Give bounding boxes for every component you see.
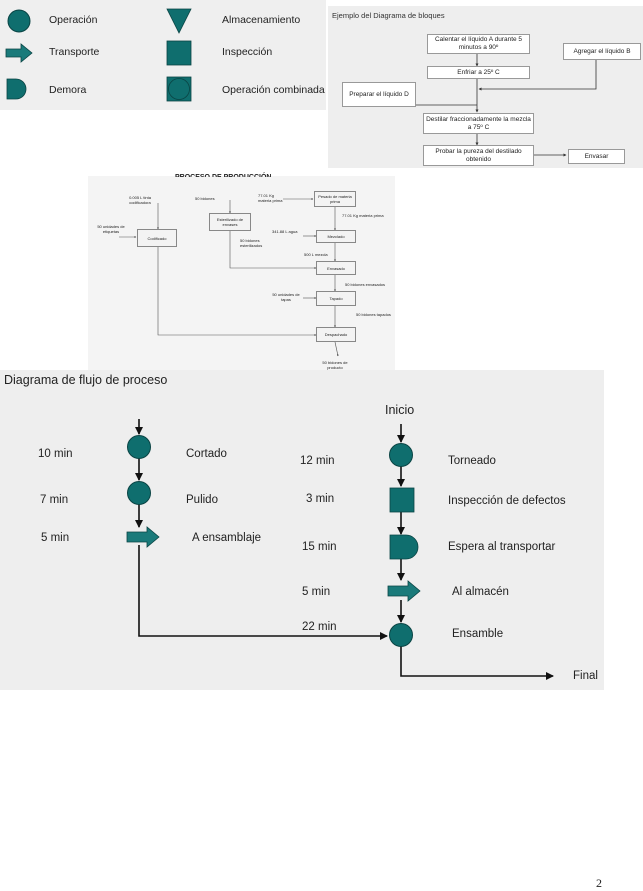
flow-left-label-2: A ensamblaje (192, 532, 262, 544)
flow-left-label-1: Pulido (186, 494, 218, 506)
arrow-icon (5, 43, 33, 63)
circle-icon (127, 481, 151, 505)
flow-left-time-2: 5 min (41, 532, 70, 544)
flow-left-time-0: 10 min (38, 448, 73, 460)
flow-right-time-1: 3 min (306, 493, 335, 505)
flow-right-label-2: Espera al transportar (448, 541, 556, 553)
symbol-legend (0, 0, 326, 110)
flow-right-time-2: 15 min (302, 541, 337, 553)
prod-label-bidones-in: 50 bidones (195, 196, 215, 201)
prod-box-codificado: Codificado (137, 229, 177, 247)
legend-label-demora: Demora (49, 84, 87, 96)
prod-label-bidones-prod: 50 bidones de producto (322, 360, 348, 370)
block-preparar: Preparar el líquido D (342, 82, 416, 107)
prod-label-bidones-env: 50 bidones envasados (345, 282, 386, 287)
block-diagram-title: Ejemplo del Diagrama de bloques (332, 11, 445, 20)
prod-label-mezcla: 500 L mezcla (304, 252, 328, 257)
prod-label-agua: 341.88 L agua (272, 229, 298, 234)
block-probar: Probar la pureza del destilado obtenido (423, 145, 534, 166)
prod-box-mezclado: Mezclado (316, 230, 356, 243)
legend-label-operacion-combinada: Operación combinada (222, 84, 325, 96)
d-shape-icon (6, 78, 27, 100)
arrow-icon (387, 580, 421, 602)
flow-right-label-0: Torneado (448, 455, 496, 467)
production-title: PROCESO DE PRODUCCIÓN (175, 171, 271, 177)
block-agregar: Agregar el líquido B (563, 43, 641, 60)
circle-icon (389, 623, 413, 647)
legend-label-almacenamiento: Almacenamiento (222, 14, 301, 26)
prod-label-bidones-ester: 50 bidones esterilizados (240, 238, 263, 248)
d-shape-icon (389, 534, 419, 560)
circle-icon (127, 435, 151, 459)
arrow-icon (126, 526, 160, 548)
square-circle-icon (166, 76, 192, 102)
circle-icon (389, 443, 413, 467)
prod-label-bidones-tap: 50 bidones tapados (356, 312, 391, 317)
page-number: 2 (596, 876, 602, 890)
triangle-down-icon (166, 8, 192, 34)
flow-left-time-1: 7 min (40, 494, 69, 506)
prod-box-esterilizado: Esterilizado de envases (209, 213, 251, 231)
block-calentar: Calentar el líquido A durante 5 minutos … (427, 34, 530, 54)
square-icon (389, 487, 415, 513)
prod-box-despachado: Despachado (316, 327, 356, 342)
block-enfriar: Enfriar a 25º C (427, 66, 530, 79)
flow-final: Final (573, 670, 598, 682)
circle-icon (7, 9, 31, 33)
square-icon (166, 40, 192, 66)
flow-right-time-3: 5 min (302, 586, 331, 598)
flow-inicio: Inicio (385, 403, 415, 417)
prod-label-materia-out: 77.01 Kg materia prima (342, 213, 384, 218)
legend-label-inspeccion: Inspección (222, 46, 273, 58)
prod-label-tapas: 50 unidades de tapas (272, 292, 300, 302)
block-envasar: Envasar (568, 149, 625, 164)
prod-label-materia-in: 77.01 Kg materia prima (258, 193, 283, 203)
prod-label-tinta: 0.005 L tinta codificadora (129, 195, 151, 205)
prod-box-pesado: Pesado de materia prima (314, 191, 356, 207)
flow-right-label-3: Al almacén (452, 586, 509, 598)
flow-right-time-4: 22 min (302, 621, 337, 633)
prod-box-tapado: Tapado (316, 291, 356, 306)
legend-label-operacion: Operación (49, 14, 98, 26)
flow-left-label-0: Cortado (186, 448, 227, 460)
block-destilar: Destilar fraccionadamente la mezcla a 75… (423, 113, 534, 134)
flow-right-label-1: Inspección de defectos (448, 495, 566, 507)
legend-label-transporte: Transporte (49, 46, 100, 58)
flow-title: Diagrama de flujo de proceso (4, 373, 168, 387)
flow-right-time-0: 12 min (300, 455, 335, 467)
prod-label-etiquetas: 50 unidades de etiquetas (97, 224, 125, 234)
prod-box-envasado: Envasado (316, 261, 356, 275)
flow-right-label-4: Ensamble (452, 628, 504, 640)
